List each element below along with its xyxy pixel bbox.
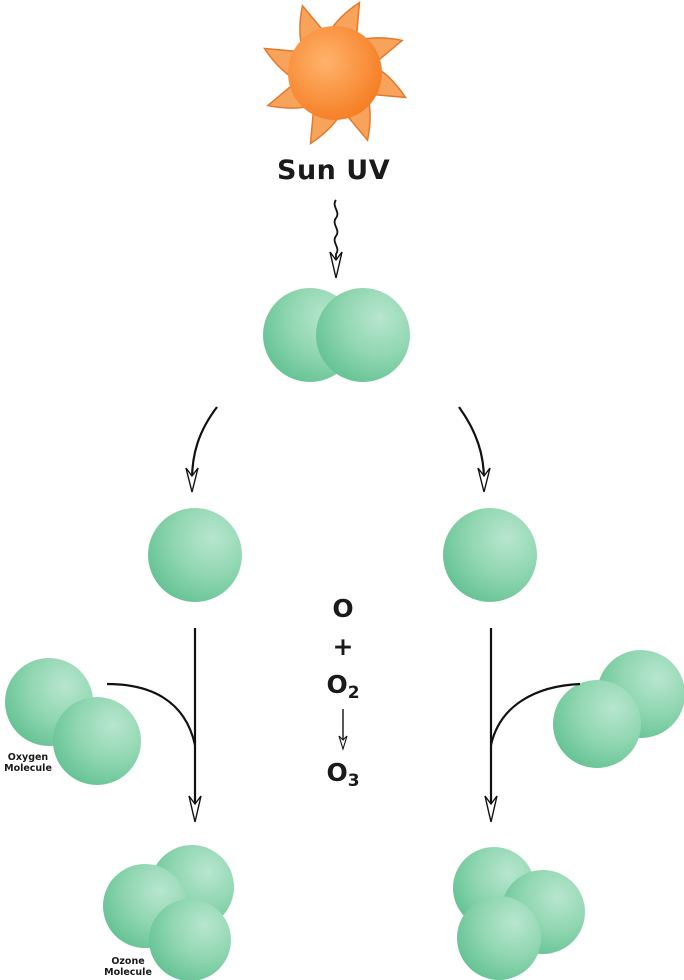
uv-ray-arrow — [329, 199, 343, 279]
split-arrow-left — [185, 406, 218, 493]
equation-o2-sub: 2 — [347, 683, 360, 703]
ozone-molecule-left — [103, 845, 234, 980]
o2-molecule-right — [553, 650, 684, 768]
oxygen-atom — [553, 680, 641, 768]
equation-o3: O3 — [313, 758, 373, 791]
reaction-arrow-right — [484, 628, 581, 823]
equation-o2: O2 — [313, 670, 373, 703]
sun-uv-label: Sun UV — [277, 155, 391, 186]
oxygen-atom — [316, 288, 410, 382]
oxygen-atom — [457, 896, 541, 980]
oxygen-atom-left — [148, 508, 242, 602]
oxygen-atom — [149, 899, 231, 980]
ozone-molecule-right — [453, 847, 585, 980]
ozone-molecule-label-line1: Ozone — [111, 956, 145, 967]
sun-core — [288, 26, 382, 120]
oxygen-molecule-label-line1: Oxygen — [7, 752, 49, 763]
o2-molecule-top — [263, 288, 410, 382]
reaction-arrow-left — [106, 628, 202, 823]
ozone-molecule-label-line2: Molecule — [104, 967, 152, 978]
oxygen-molecule-label-line2: Molecule — [4, 763, 52, 774]
oxygen-atom-right — [443, 508, 537, 602]
equation-o2-base: O — [326, 670, 348, 699]
equation-o3-base: O — [326, 758, 348, 787]
equation-o3-sub: 3 — [347, 771, 360, 791]
sun-icon — [262, 0, 408, 146]
ozone-molecule-label: Ozone Molecule — [100, 956, 156, 978]
equation-o: O — [332, 594, 354, 623]
o2-molecule-left — [5, 658, 141, 785]
equation-plus: + — [332, 632, 354, 661]
oxygen-molecule-label: Oxygen Molecule — [0, 752, 56, 774]
split-arrow-right — [458, 406, 491, 493]
oxygen-atom — [53, 697, 141, 785]
equation-arrow — [338, 709, 348, 751]
